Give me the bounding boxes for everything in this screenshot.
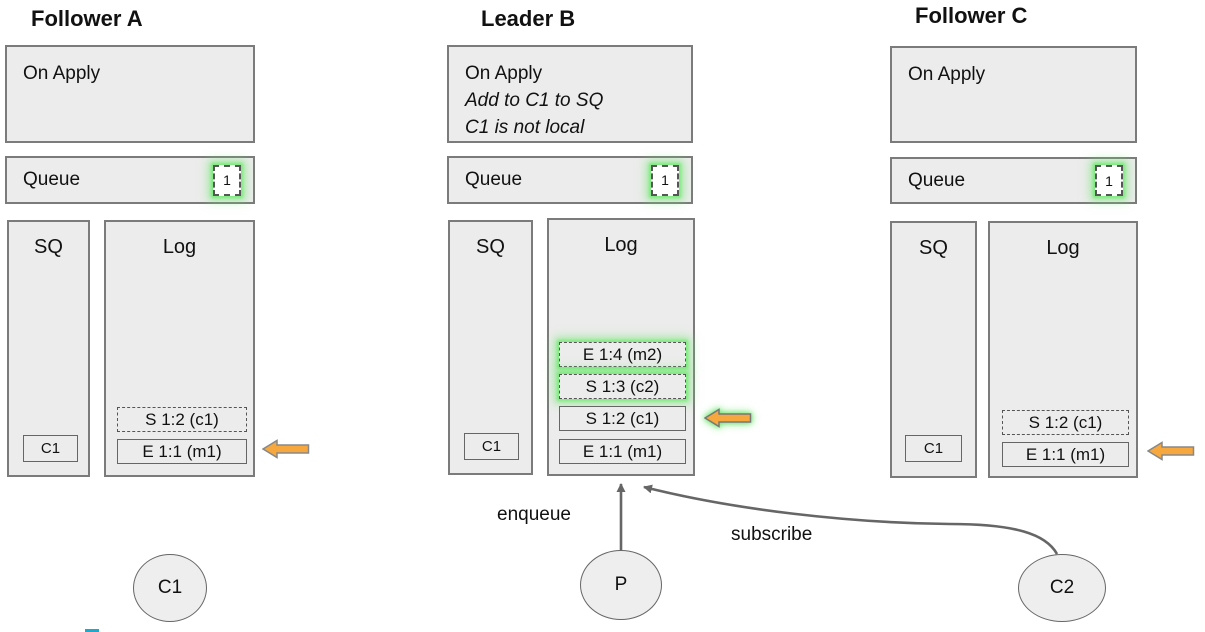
log-box-a: Log S 1:2 (c1) E 1:1 (m1) bbox=[104, 220, 255, 477]
log-entry: E 1:1 (m1) bbox=[1002, 442, 1129, 467]
clipped-shape-fragment bbox=[85, 629, 99, 632]
column-title-leader-b: Leader B bbox=[481, 6, 576, 31]
orange-arrow-left-icon bbox=[1146, 441, 1195, 461]
queue-count-badge: 1 bbox=[213, 164, 241, 196]
log-box-c: Log S 1:2 (c1) E 1:1 (m1) bbox=[988, 221, 1138, 478]
queue-label: Queue bbox=[23, 169, 81, 190]
column-title-follower-a: Follower A bbox=[31, 6, 143, 31]
on-apply-label: On Apply bbox=[23, 63, 101, 84]
log-entry: S 1:2 (c1) bbox=[1002, 410, 1129, 435]
sq-label: SQ bbox=[919, 237, 948, 259]
subscribe-arrow bbox=[643, 484, 1059, 555]
actor-c1: C1 bbox=[133, 554, 207, 622]
log-label: Log bbox=[1046, 237, 1080, 259]
log-entry: E 1:1 (m1) bbox=[559, 439, 686, 464]
on-apply-note: Add to C1 to SQ bbox=[465, 90, 604, 111]
on-apply-note: C1 is not local bbox=[465, 117, 585, 138]
sq-box-c: SQ C1 bbox=[890, 221, 977, 478]
on-apply-box-b: On Apply Add to C1 to SQ C1 is not local bbox=[447, 45, 693, 143]
log-box-b: Log E 1:4 (m2) S 1:3 (c2) S 1:2 (c1) E 1… bbox=[547, 218, 695, 476]
on-apply-label: On Apply bbox=[908, 64, 986, 85]
queue-label: Queue bbox=[465, 169, 523, 190]
log-label: Log bbox=[604, 234, 638, 256]
log-entry: S 1:2 (c1) bbox=[559, 406, 686, 431]
queue-count-badge: 1 bbox=[651, 164, 679, 196]
log-label: Log bbox=[162, 236, 197, 258]
orange-arrow-left-glow-icon bbox=[703, 408, 752, 428]
on-apply-box-c: On Apply bbox=[890, 46, 1137, 143]
column-title-follower-c: Follower C bbox=[915, 3, 1028, 28]
actor-c2: C2 bbox=[1018, 554, 1106, 622]
queue-box-b: Queue 1 bbox=[447, 156, 693, 204]
log-entry: S 1:2 (c1) bbox=[117, 407, 247, 432]
sq-label: SQ bbox=[476, 236, 505, 258]
orange-arrow-left-icon bbox=[261, 439, 310, 459]
sq-box-b: SQ C1 bbox=[448, 220, 533, 475]
sq-item-c1: C1 bbox=[464, 433, 519, 460]
queue-count-badge: 1 bbox=[1095, 165, 1123, 196]
on-apply-box-a: On Apply bbox=[5, 45, 255, 143]
subscribe-label: subscribe bbox=[731, 524, 813, 545]
sq-label: SQ bbox=[34, 236, 63, 258]
log-entry: S 1:3 (c2) bbox=[559, 374, 686, 399]
queue-box-c: Queue 1 bbox=[890, 157, 1137, 204]
log-entry: E 1:1 (m1) bbox=[117, 439, 247, 464]
actor-p: P bbox=[580, 550, 662, 620]
sq-box-a: SQ C1 bbox=[7, 220, 90, 477]
enqueue-label: enqueue bbox=[497, 504, 571, 525]
sq-item-c1: C1 bbox=[23, 435, 78, 462]
queue-label: Queue bbox=[908, 169, 966, 191]
queue-box-a: Queue 1 bbox=[5, 156, 255, 204]
sq-item-c1: C1 bbox=[905, 435, 962, 462]
log-entry: E 1:4 (m2) bbox=[559, 342, 686, 367]
on-apply-label: On Apply bbox=[465, 63, 543, 84]
